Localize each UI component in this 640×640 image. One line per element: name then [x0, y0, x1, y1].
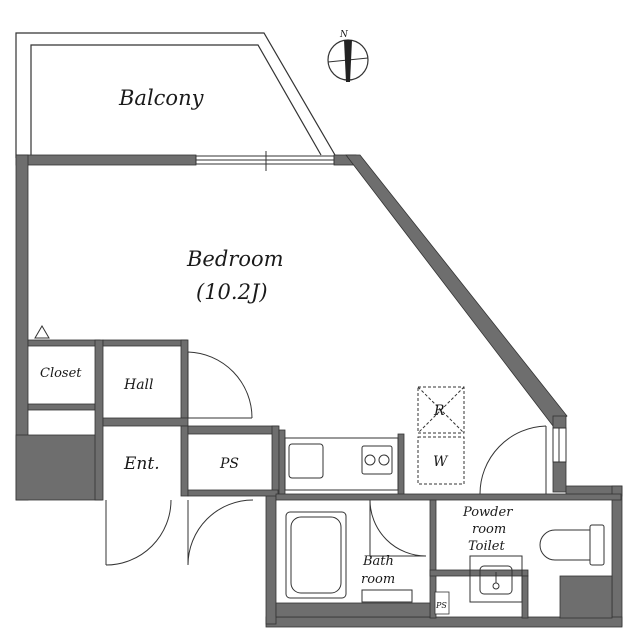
powder-label-line3: Toilet — [468, 539, 505, 554]
walls — [15, 154, 623, 628]
closet-label: Closet — [40, 366, 82, 381]
bedroom-area-label: (10.2J) — [196, 280, 268, 304]
entrance-label: Ent. — [123, 454, 160, 474]
bath-counter — [361, 589, 413, 603]
bedroom-label: Bedroom — [186, 247, 284, 271]
window-side — [552, 427, 567, 463]
balcony-label: Balcony — [118, 86, 205, 110]
ps-label: PS — [219, 456, 239, 472]
refrigerator-label: R — [433, 403, 445, 419]
doors — [105, 351, 547, 566]
bath-label-line1: Bath — [362, 554, 394, 569]
balcony-outline — [15, 32, 336, 158]
bathtub-icon — [285, 511, 347, 599]
refrigerator-space — [417, 386, 465, 434]
compass-north-label: N — [339, 30, 349, 40]
sink-icon — [288, 443, 324, 479]
wash-basin-icon — [469, 555, 523, 603]
washer-label: W — [433, 454, 449, 470]
bath-label-line2: room — [361, 572, 395, 587]
closet-marker — [34, 325, 50, 339]
toilet-icon — [539, 524, 605, 566]
powder-label-line1: Powder — [462, 505, 513, 520]
hall-label: Hall — [123, 377, 154, 393]
kitchen-counter — [284, 437, 399, 491]
ps-small-label: PS — [435, 601, 447, 610]
stove-icon — [361, 445, 393, 475]
powder-label-line2: room — [472, 522, 506, 537]
washer-space — [417, 436, 465, 485]
compass-icon — [327, 39, 369, 82]
window-sliding — [195, 151, 335, 171]
appliance-spaces — [417, 386, 465, 485]
ps-shaft — [434, 591, 450, 615]
